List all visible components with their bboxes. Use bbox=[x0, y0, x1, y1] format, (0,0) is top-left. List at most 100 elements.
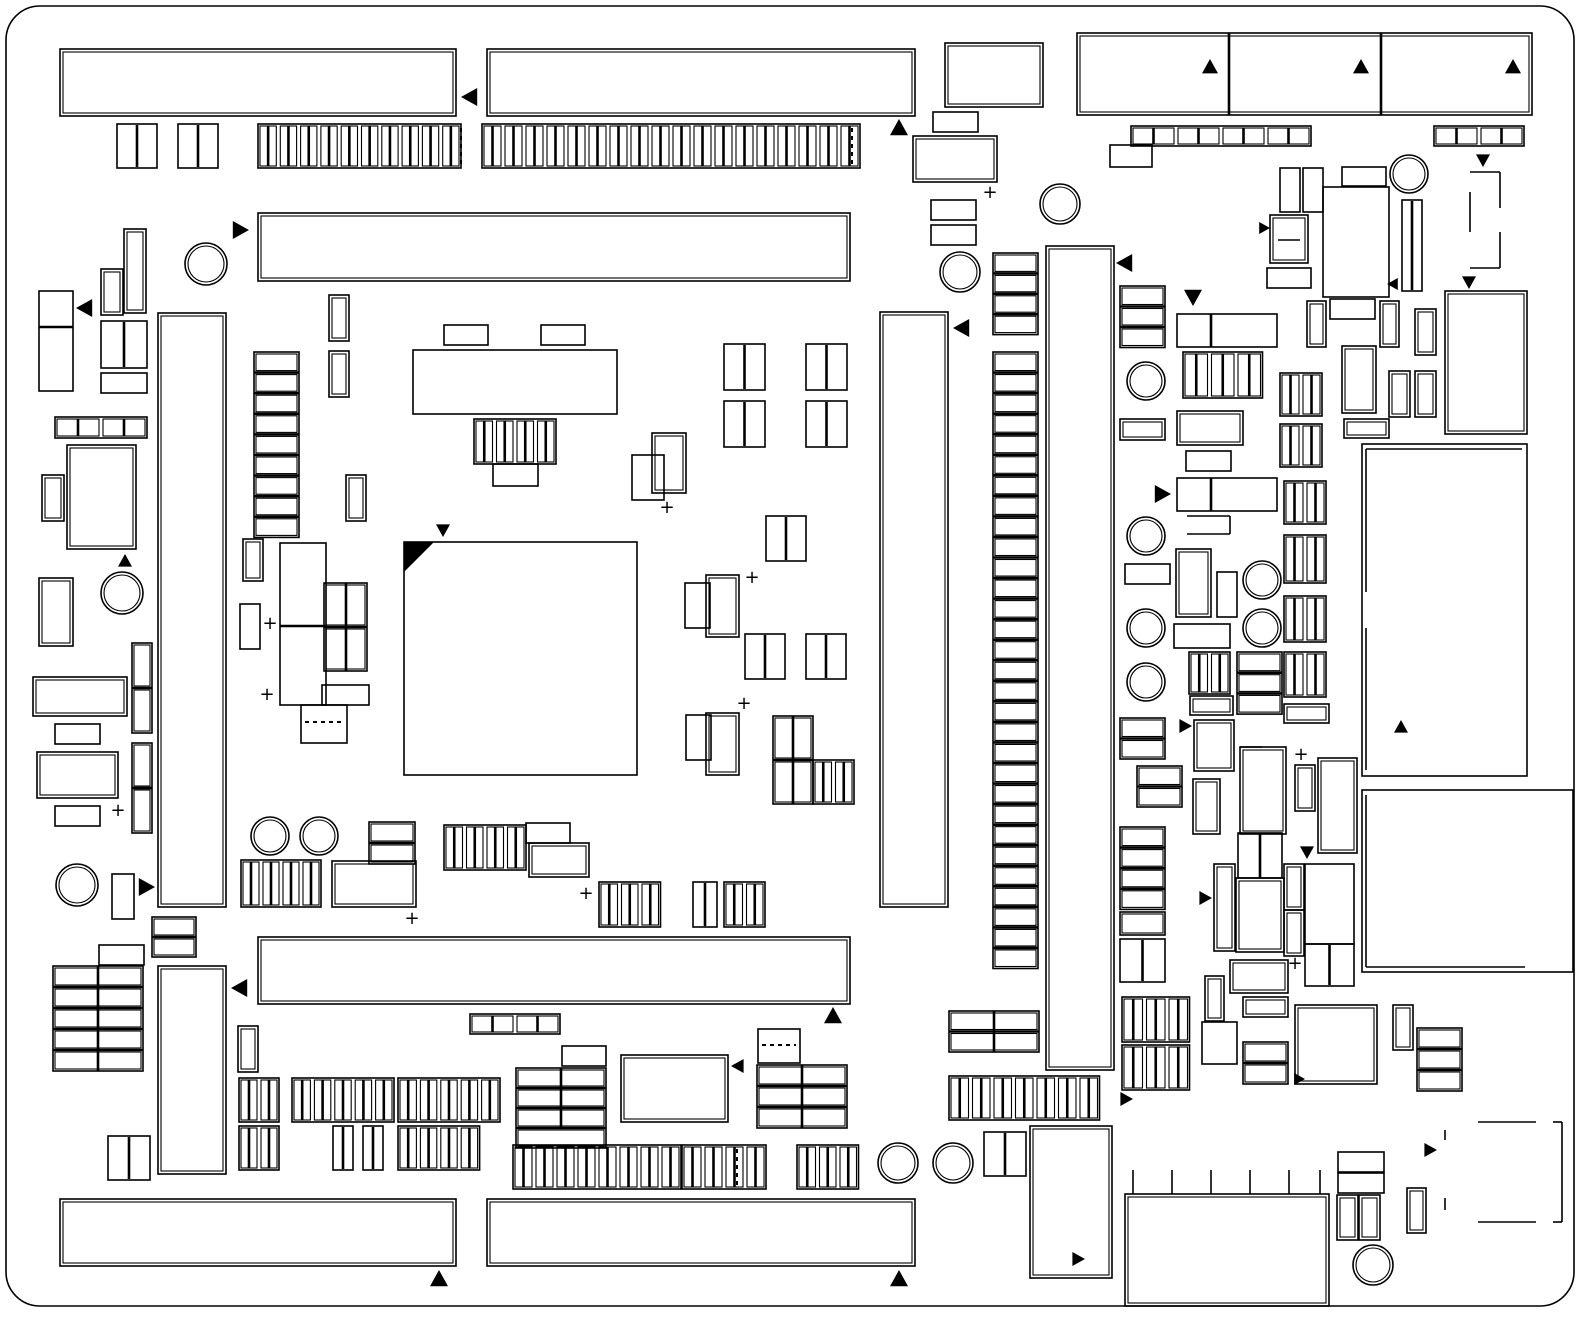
stack-cell bbox=[994, 579, 1037, 598]
small-part bbox=[983, 1131, 1027, 1177]
pin1-marker-left bbox=[231, 979, 248, 997]
component-body bbox=[237, 1025, 259, 1073]
stack-cell bbox=[1138, 787, 1181, 806]
component-row bbox=[1121, 1044, 1191, 1091]
small-part bbox=[540, 324, 586, 346]
polarity-plus-mark: + bbox=[659, 497, 674, 518]
component-row bbox=[54, 416, 148, 439]
header-connector-inner bbox=[160, 968, 224, 1172]
capacitor-circle-inner bbox=[103, 574, 141, 612]
capacitor-circle-inner bbox=[935, 1145, 971, 1181]
small-part bbox=[1279, 167, 1301, 213]
stack-cell bbox=[133, 744, 151, 787]
main-mcu-package bbox=[403, 541, 638, 776]
small-part bbox=[1242, 996, 1289, 1018]
pin1-marker-left bbox=[1116, 254, 1133, 272]
stack-cell bbox=[994, 315, 1037, 334]
ic-package bbox=[412, 349, 618, 415]
stack-cell bbox=[994, 867, 1037, 885]
small-part bbox=[1124, 563, 1171, 585]
component-body-inner bbox=[915, 138, 995, 180]
stack-cell bbox=[517, 1129, 605, 1147]
stack-cell bbox=[1418, 1050, 1461, 1069]
component-body bbox=[345, 474, 367, 522]
capacitor-circle-inner bbox=[1129, 519, 1163, 553]
capacitor-circle bbox=[250, 816, 290, 856]
header-connector bbox=[257, 212, 851, 282]
small-part-inner bbox=[1122, 421, 1163, 438]
capacitor-circle-inner bbox=[187, 245, 225, 283]
component-row bbox=[397, 1125, 481, 1171]
pin1-marker-down bbox=[1184, 289, 1202, 306]
small-part bbox=[100, 320, 148, 369]
small-part bbox=[805, 633, 847, 680]
capacitor-circle-inner bbox=[1245, 611, 1279, 645]
capacitor-circle bbox=[1039, 183, 1081, 225]
stack-cell bbox=[994, 476, 1037, 495]
header-connector bbox=[157, 312, 227, 908]
component-body-inner bbox=[41, 580, 71, 644]
component-row bbox=[238, 1125, 280, 1171]
component-row bbox=[291, 1077, 395, 1123]
small-part bbox=[321, 684, 370, 706]
component-row bbox=[681, 1144, 767, 1190]
component-row bbox=[1130, 125, 1312, 147]
component-body bbox=[1304, 863, 1355, 945]
component-body bbox=[242, 538, 264, 582]
pin1-marker-up bbox=[1394, 720, 1408, 733]
small-part-inner bbox=[1192, 698, 1231, 713]
component-body-inner bbox=[1195, 781, 1218, 832]
component-body-inner bbox=[39, 754, 116, 796]
component-body-inner bbox=[1207, 978, 1222, 1019]
component-body-inner bbox=[1309, 303, 1324, 345]
pin1-marker-down bbox=[436, 524, 450, 537]
pin1-marker-down bbox=[1476, 154, 1490, 167]
stack-cell bbox=[994, 353, 1037, 372]
component-body-inner bbox=[1216, 866, 1233, 949]
stack-cell bbox=[994, 254, 1037, 272]
capacitor-circle bbox=[1352, 1244, 1394, 1286]
polarity-plus-mark: + bbox=[262, 613, 277, 634]
component-body-inner bbox=[103, 271, 121, 313]
small-part-inner bbox=[1346, 421, 1387, 436]
component-body-inner bbox=[245, 541, 261, 579]
small-part bbox=[685, 714, 712, 761]
component-body bbox=[331, 860, 417, 908]
small-part bbox=[1337, 1151, 1385, 1173]
component-body-inner bbox=[708, 577, 737, 635]
component-row bbox=[443, 824, 527, 871]
header-connector bbox=[486, 1198, 916, 1267]
component-body bbox=[1388, 370, 1411, 418]
pin1-marker-left bbox=[731, 1059, 744, 1073]
stack-cell bbox=[153, 918, 195, 936]
component-body bbox=[1175, 548, 1212, 618]
pin1-marker-up bbox=[890, 119, 908, 136]
capacitor-circle bbox=[932, 1142, 974, 1184]
component-body bbox=[1336, 1194, 1359, 1241]
header-connector-inner bbox=[62, 51, 454, 114]
component-body bbox=[1204, 975, 1225, 1022]
stack-cell bbox=[1121, 719, 1164, 738]
header-connector bbox=[257, 936, 851, 1005]
stack-cell bbox=[133, 644, 151, 687]
small-part bbox=[54, 805, 101, 827]
component-row bbox=[469, 1013, 561, 1035]
small-part bbox=[692, 881, 718, 928]
header-connector bbox=[879, 311, 949, 908]
stack-cell bbox=[994, 295, 1037, 313]
stack-cell bbox=[1121, 849, 1164, 867]
stack-cell bbox=[1121, 287, 1164, 306]
connector-block bbox=[944, 42, 1044, 108]
pin1-marker-left bbox=[76, 299, 93, 317]
stack-cell bbox=[1238, 694, 1281, 713]
component-row bbox=[598, 881, 662, 928]
small-part bbox=[631, 454, 665, 501]
component-body bbox=[651, 432, 687, 494]
stack-cell bbox=[994, 274, 1037, 293]
component-body-inner bbox=[1297, 1007, 1375, 1082]
component-body bbox=[705, 574, 740, 638]
small-part bbox=[100, 372, 148, 394]
stack-cell bbox=[255, 477, 298, 495]
stack-cell bbox=[994, 743, 1037, 762]
pin1-marker-right bbox=[1072, 1252, 1085, 1266]
